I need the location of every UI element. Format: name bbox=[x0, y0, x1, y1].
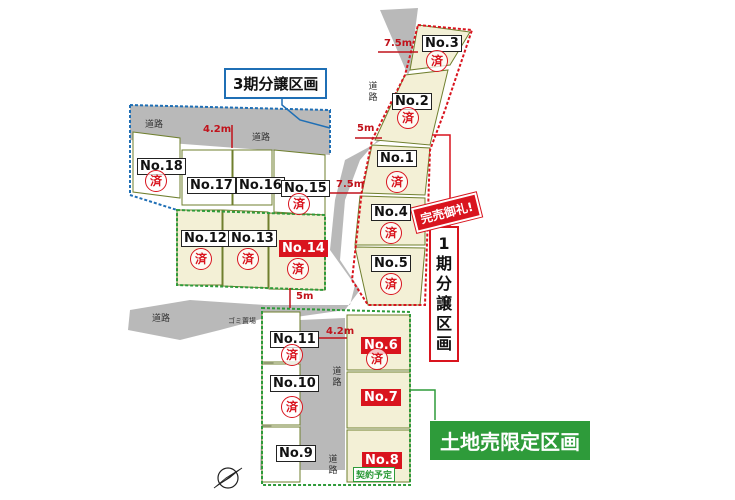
sold-stamp-3: 済 bbox=[426, 50, 448, 72]
road-label-left: 道路 bbox=[152, 314, 171, 324]
road-label-top-left: 道路 bbox=[145, 120, 164, 130]
lot-label-13[interactable]: No.13 bbox=[228, 230, 277, 247]
dimension-5m-top: 5m bbox=[357, 123, 375, 134]
lot-label-3[interactable]: No.3 bbox=[422, 35, 462, 52]
dimension-lines bbox=[231, 51, 418, 339]
sold-stamp-18: 済 bbox=[145, 170, 167, 192]
phase1-title: 1期分譲区画 bbox=[429, 226, 459, 362]
phase3-title: 3期分譲区画 bbox=[224, 68, 328, 99]
dimension-7-5m-top: 7.5m bbox=[384, 38, 413, 49]
sold-stamp-11: 済 bbox=[281, 344, 303, 366]
lot-label-5[interactable]: No.5 bbox=[371, 255, 411, 272]
sold-stamp-5: 済 bbox=[380, 273, 402, 295]
sold-stamp-10: 済 bbox=[281, 396, 303, 418]
road-label-vertical-bottom: 道路 bbox=[328, 455, 338, 476]
lot-label-14[interactable]: No.14 bbox=[279, 240, 328, 257]
lot-label-17[interactable]: No.17 bbox=[187, 177, 236, 194]
sold-stamp-12: 済 bbox=[190, 248, 212, 270]
lot-label-4[interactable]: No.4 bbox=[371, 204, 411, 221]
dimension-5m-mid: 5m bbox=[296, 291, 314, 302]
sold-stamp-14: 済 bbox=[287, 258, 309, 280]
road-label-vertical-top: 道路 bbox=[368, 82, 378, 103]
road-label-top: 道路 bbox=[252, 133, 271, 143]
lot-label-1[interactable]: No.1 bbox=[377, 150, 417, 167]
lot-label-12[interactable]: No.12 bbox=[181, 230, 230, 247]
sold-stamp-15: 済 bbox=[288, 193, 310, 215]
lot-label-9[interactable]: No.9 bbox=[276, 445, 316, 462]
lot-label-16[interactable]: No.16 bbox=[236, 177, 285, 194]
limited-area-title: 土地売限定区画 bbox=[430, 421, 590, 460]
dimension-4-2m-bottom: 4.2m bbox=[326, 326, 355, 337]
lot-label-7[interactable]: No.7 bbox=[361, 389, 401, 406]
lot-label-10[interactable]: No.10 bbox=[270, 375, 319, 392]
lot-label-8[interactable]: No.8 bbox=[362, 452, 402, 469]
sold-stamp-13: 済 bbox=[237, 248, 259, 270]
sold-stamp-2: 済 bbox=[397, 107, 419, 129]
road-label-vertical-mid: 道路 bbox=[332, 367, 342, 388]
lot-label-2[interactable]: No.2 bbox=[392, 93, 432, 110]
garbage-station-label: ゴミ置場 bbox=[228, 317, 256, 325]
dimension-7-5m-mid: 7.5m bbox=[336, 179, 365, 190]
contract-pending-badge: 契約予定 bbox=[353, 467, 396, 482]
dimension-4-2m-top: 4.2m bbox=[203, 124, 232, 135]
sold-stamp-1: 済 bbox=[386, 171, 408, 193]
sold-stamp-4: 済 bbox=[380, 222, 402, 244]
compass-icon bbox=[213, 467, 243, 489]
sold-stamp-6: 済 bbox=[366, 348, 388, 370]
